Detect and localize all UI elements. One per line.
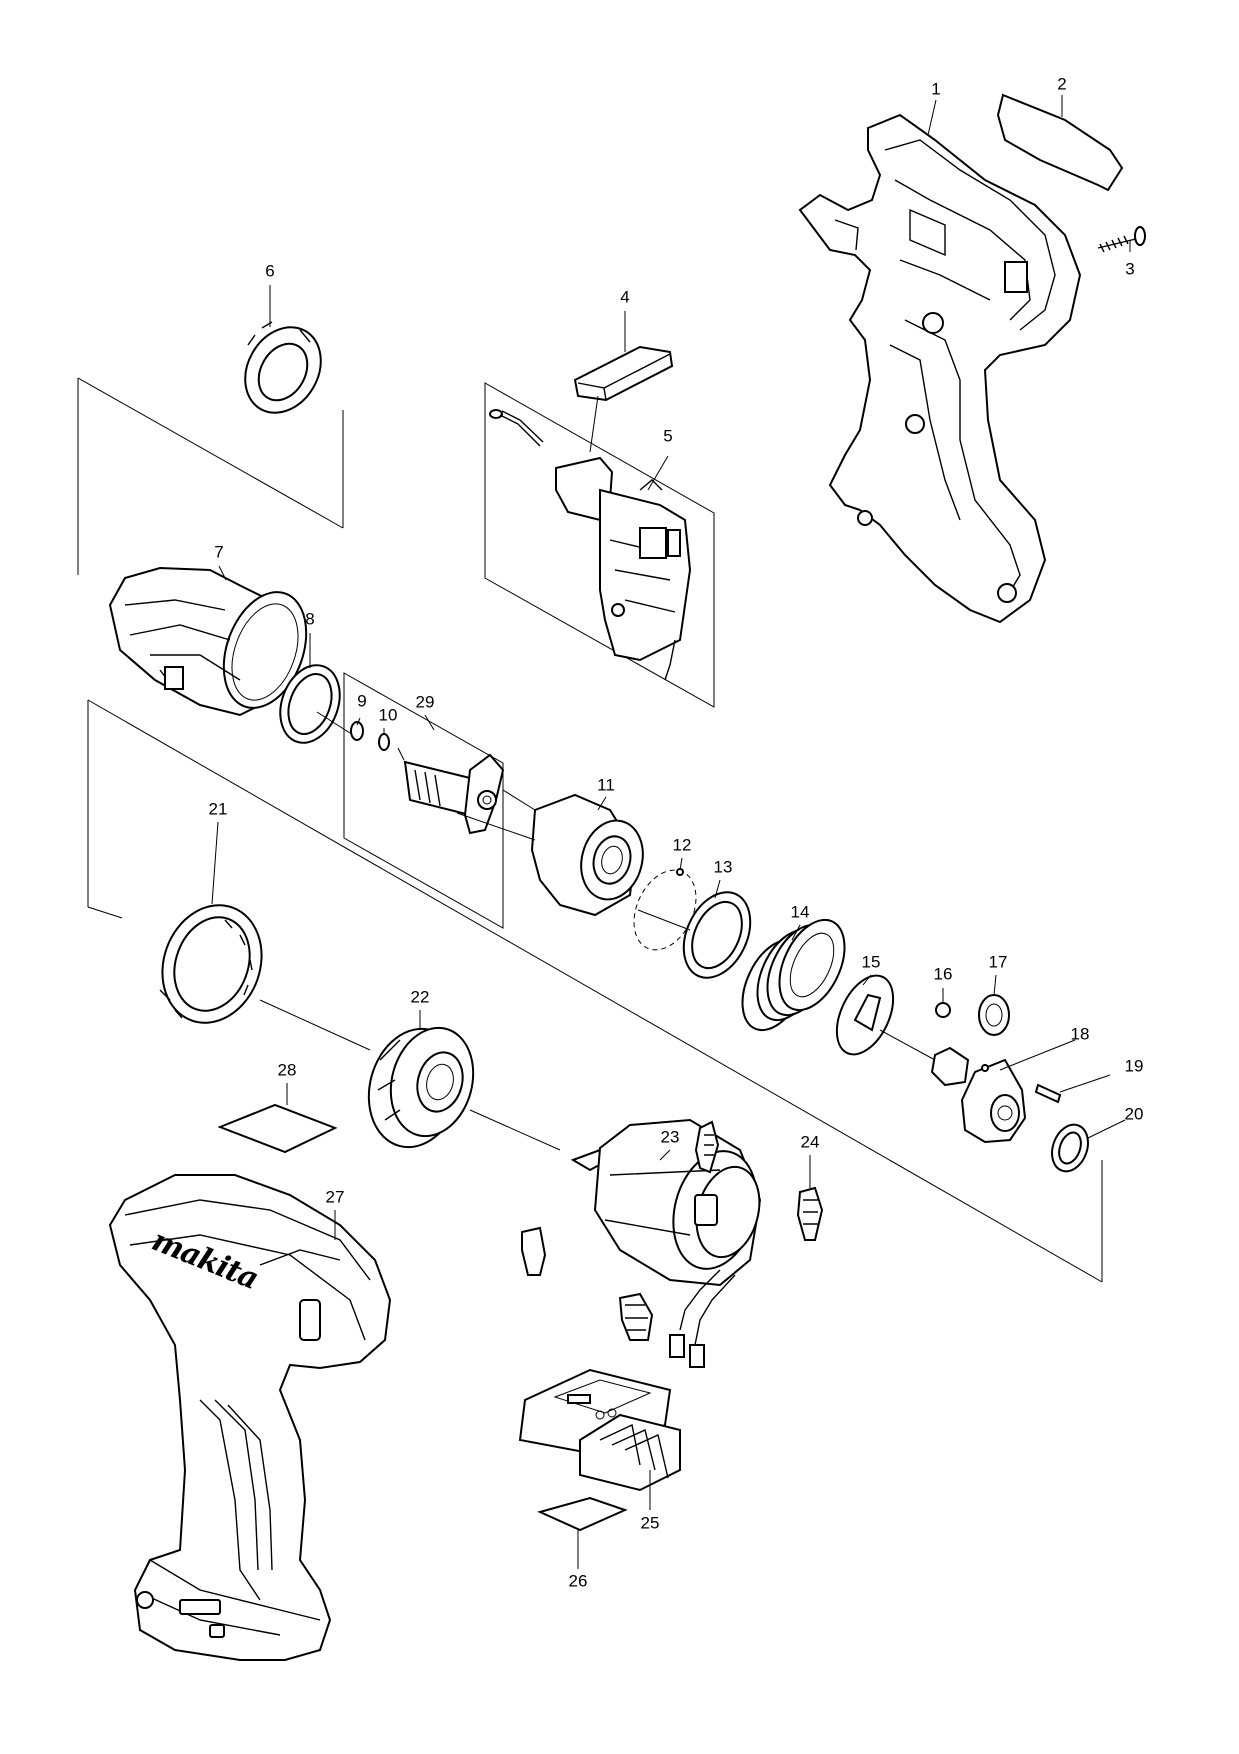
part-label-5: 5 [663, 426, 672, 445]
housing-half-right [798, 113, 1082, 624]
part-label-1: 1 [931, 79, 940, 98]
front-ring-cap [244, 321, 322, 414]
pin [1034, 1083, 1062, 1104]
washer-20 [1051, 1123, 1089, 1173]
leader-lines [211, 95, 1131, 1569]
dc-motor [570, 1118, 762, 1368]
label-plate [996, 93, 1124, 192]
label-26 [537, 1496, 628, 1532]
part-label-16: 16 [934, 964, 953, 983]
part-label-18: 18 [1071, 1024, 1090, 1043]
brush-holder-top [694, 1120, 720, 1174]
flat-washer-8 [279, 664, 341, 744]
part-label-26: 26 [569, 1571, 588, 1590]
housing-half-left: makita [108, 1174, 392, 1661]
switch-cover [573, 345, 674, 402]
small-ring-9 [350, 721, 364, 741]
part-label-13: 13 [714, 857, 733, 876]
flat-washer-15 [835, 974, 895, 1056]
part-label-14: 14 [791, 902, 810, 921]
gear-housing [367, 1026, 475, 1149]
hammer-case [530, 793, 644, 917]
o-ring-10 [378, 733, 390, 751]
internal-gear [159, 904, 263, 1024]
hex-nut [978, 994, 1010, 1036]
part-label-28: 28 [278, 1060, 297, 1079]
part-label-10: 10 [379, 705, 398, 724]
part-label-21: 21 [209, 799, 228, 818]
brush-bottom [618, 1292, 654, 1341]
trigger-switch [555, 456, 692, 681]
screw [1097, 226, 1146, 253]
brush-holder-24 [796, 1186, 824, 1241]
group-bracket-lower [87, 699, 1103, 1283]
spindle-group-box [343, 672, 504, 929]
part-label-17: 17 [989, 952, 1008, 971]
part-label-3: 3 [1125, 259, 1134, 278]
part-label-7: 7 [214, 542, 223, 561]
label-28 [217, 1103, 338, 1154]
part-label-2: 2 [1057, 74, 1066, 93]
part-label-23: 23 [661, 1127, 680, 1146]
compression-spring [741, 918, 846, 1032]
washer-13 [682, 891, 752, 979]
part-label-9: 9 [357, 691, 366, 710]
part-label-11: 11 [597, 775, 615, 794]
part-label-4: 4 [620, 287, 629, 306]
brush-left [521, 1226, 547, 1276]
controller-board [518, 1368, 681, 1492]
part-label-25: 25 [641, 1513, 660, 1532]
part-number-labels: 1 2 3 4 5 6 7 8 9 10 11 12 13 14 15 16 1… [209, 74, 1144, 1590]
part-label-19: 19 [1125, 1056, 1144, 1075]
part-label-8: 8 [305, 609, 314, 628]
switch-group-box [484, 382, 715, 708]
part-label-27: 27 [326, 1187, 345, 1206]
part-label-6: 6 [265, 261, 274, 280]
spindle [403, 753, 505, 835]
part-label-29: 29 [416, 692, 435, 711]
front-housing [108, 566, 308, 717]
group-bracket-upper [77, 377, 344, 575]
part-label-22: 22 [411, 987, 430, 1006]
hammer-spindle [930, 1046, 1027, 1144]
part-label-15: 15 [862, 952, 881, 971]
part-label-20: 20 [1125, 1104, 1144, 1123]
led-component [489, 409, 544, 447]
steel-ball [935, 1002, 951, 1018]
part-label-24: 24 [801, 1132, 820, 1151]
part-label-12: 12 [673, 835, 692, 854]
